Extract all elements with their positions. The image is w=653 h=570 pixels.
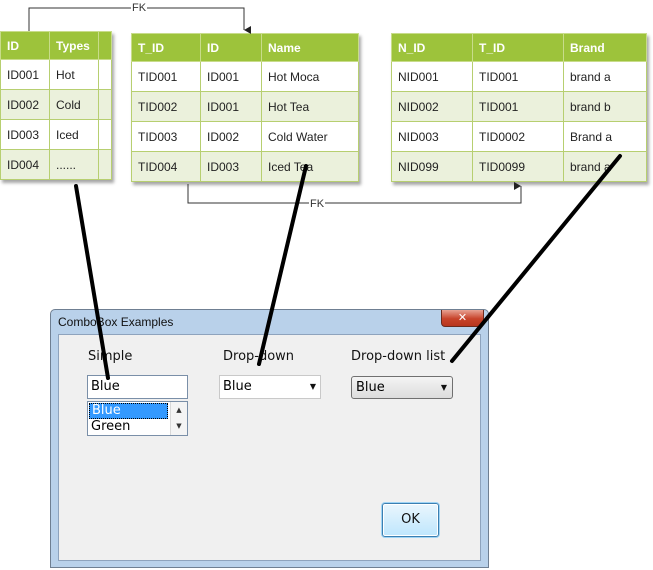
fk-label-top: FK: [131, 2, 148, 14]
chevron-down-icon[interactable]: ▼: [309, 382, 316, 391]
table-cell: Hot Moca: [261, 61, 359, 92]
dropdown-list-combobox[interactable]: Blue ▼: [351, 376, 453, 399]
table-cell: ID004: [0, 149, 50, 180]
dropdown-label: Drop-down: [223, 349, 295, 364]
table-cell: TID001: [472, 91, 564, 122]
scroll-up-icon[interactable]: ▲: [176, 406, 182, 414]
table-row: ID001 Hot: [0, 59, 112, 90]
close-icon: ✕: [457, 312, 468, 324]
table-cell: ......: [49, 149, 99, 180]
column-header: N_ID: [391, 33, 473, 62]
dropdown-list-value: Blue: [356, 380, 385, 395]
dialog-client-area: Simple Drop-down Drop-down list Blue Blu…: [58, 334, 481, 561]
table-header-row: ID Types: [0, 31, 112, 60]
column-header: T_ID: [131, 33, 201, 62]
dropdown-list-label: Drop-down list: [351, 349, 446, 364]
table-cell: Cold: [49, 89, 99, 120]
table-row: TID003 ID002 Cold Water: [131, 121, 359, 152]
column-header: [98, 31, 112, 60]
list-item[interactable]: Green: [91, 419, 131, 434]
column-header: T_ID: [472, 33, 564, 62]
dialog-title: ComboBox Examples: [58, 315, 174, 329]
types-table: ID Types ID001 Hot ID002 Cold ID003 Iced…: [0, 31, 112, 180]
fk-connectors: [28, 7, 522, 204]
table-cell: ID003: [200, 151, 262, 182]
combobox-dialog: ComboBox Examples ✕ Simple Drop-down Dro…: [50, 309, 489, 568]
ok-button[interactable]: OK: [382, 503, 439, 537]
simple-label: Simple: [88, 349, 133, 364]
table-cell: brand a: [563, 61, 647, 92]
table-row: NID003 TID0002 Brand a: [391, 121, 647, 152]
table-row: ID002 Cold: [0, 89, 112, 120]
column-header: ID: [200, 33, 262, 62]
simple-combobox-input[interactable]: Blue: [87, 375, 188, 399]
table-cell: TID001: [472, 61, 564, 92]
table-cell: [98, 149, 112, 180]
list-scrollbar[interactable]: ▲ ▼: [170, 402, 187, 435]
fk-bottom-connector: [187, 182, 522, 204]
dropdown-value: Blue: [223, 379, 252, 394]
table-cell: NID003: [391, 121, 473, 152]
simple-combobox-list[interactable]: Blue Green ▲ ▼: [87, 401, 188, 436]
table-cell: NID001: [391, 61, 473, 92]
column-header: Name: [261, 33, 359, 62]
table-header-row: T_ID ID Name: [131, 33, 359, 62]
table-cell: TID003: [131, 121, 201, 152]
table-cell: ID002: [200, 121, 262, 152]
dropdown-combobox[interactable]: Blue ▼: [219, 375, 321, 399]
table-cell: TID0002: [472, 121, 564, 152]
table-row: ID004 ......: [0, 149, 112, 180]
chevron-down-icon[interactable]: ▼: [440, 383, 447, 392]
list-item[interactable]: Blue: [89, 403, 168, 419]
column-header: Types: [49, 31, 99, 60]
fk-label-bottom: FK: [309, 198, 326, 210]
table-cell: Brand a: [563, 121, 647, 152]
table-cell: Cold Water: [261, 121, 359, 152]
close-button[interactable]: ✕: [441, 310, 484, 327]
table-row: NID001 TID001 brand a: [391, 61, 647, 92]
scroll-down-icon[interactable]: ▼: [176, 422, 182, 430]
table-cell: TID002: [131, 91, 201, 122]
column-header: ID: [0, 31, 50, 60]
table-cell: ID002: [0, 89, 50, 120]
table-cell: brand b: [563, 91, 647, 122]
